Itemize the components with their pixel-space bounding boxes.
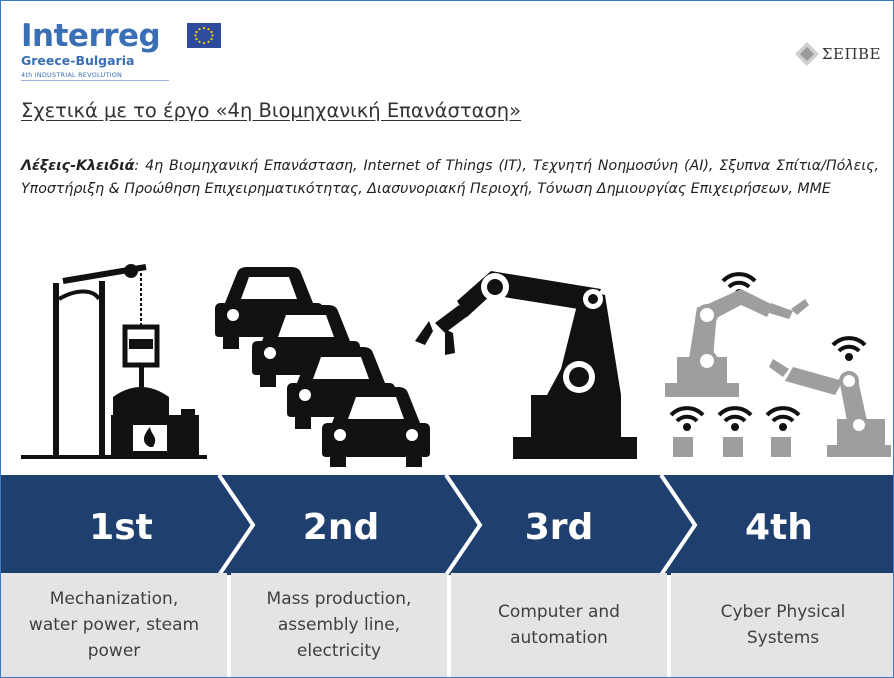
revolution-illustrations [21,264,891,467]
robot-arm-icon [415,271,637,459]
stage-4-line: Cyber Physical [720,602,846,622]
eu-flag-icon [187,23,221,48]
logo-subtitle: Greece-Bulgaria [21,53,135,68]
stage-4-label: 4th [745,507,813,548]
stage-4-line: Systems [746,628,820,648]
logo-divider [21,80,169,81]
stage-1-line: water power, steam [28,615,200,635]
stage-3-label: 3rd [525,507,594,548]
cars-icon [215,267,430,467]
chevron-divider-1 [217,475,256,575]
keywords-label: Λέξεις-Κλειδιά [21,158,135,174]
stage-2-label: 2nd [303,507,379,548]
steam-engine-icon [21,264,207,459]
partner-logo: ΣΕΠΒΕ [794,41,881,67]
stage-2-line: Mass production, [266,589,412,609]
stage-2-line: assembly line, [277,615,401,635]
stage-3-line: automation [510,628,608,648]
chevron-divider-2 [444,475,483,575]
partner-name: ΣΕΠΒΕ [821,45,881,63]
page-title: Σχετικά με το έργο «4η Βιομηχανική Επανά… [21,99,522,122]
banner-background [1,475,893,575]
keywords-paragraph: Λέξεις-Κλειδιά: 4η Βιομηχανική Επανάστασ… [21,155,879,201]
keywords-text: : 4η Βιομηχανική Επανάσταση, Internet of… [21,158,879,197]
connected-robots-icon [665,272,891,457]
interreg-logo: Interreg Greece-Bulgaria 4th INDUSTRIAL … [21,18,221,81]
stage-4-description: Cyber Physical Systems [671,573,893,677]
stage-1-label: 1st [89,507,153,548]
logo-wordmark: Interreg [21,18,161,54]
stage-2-line: electricity [296,641,382,661]
stage-1-line: power [87,641,141,661]
revolution-timeline-banner: 1st 2nd 3rd 4th [1,475,893,575]
stage-1-description: Mechanization, water power, steam power [1,573,227,677]
chevron-divider-3 [659,475,698,575]
logo-tagline: 4th INDUSTRIAL REVOLUTION [21,71,123,79]
stage-2-description: Mass production, assembly line, electric… [231,573,447,677]
stage-3-description: Computer and automation [451,573,667,677]
stage-descriptions: Mechanization, water power, steam power … [1,573,893,677]
partner-mark-icon [794,42,819,66]
stage-1-line: Mechanization, [49,589,179,609]
stage-3-line: Computer and [498,602,620,622]
